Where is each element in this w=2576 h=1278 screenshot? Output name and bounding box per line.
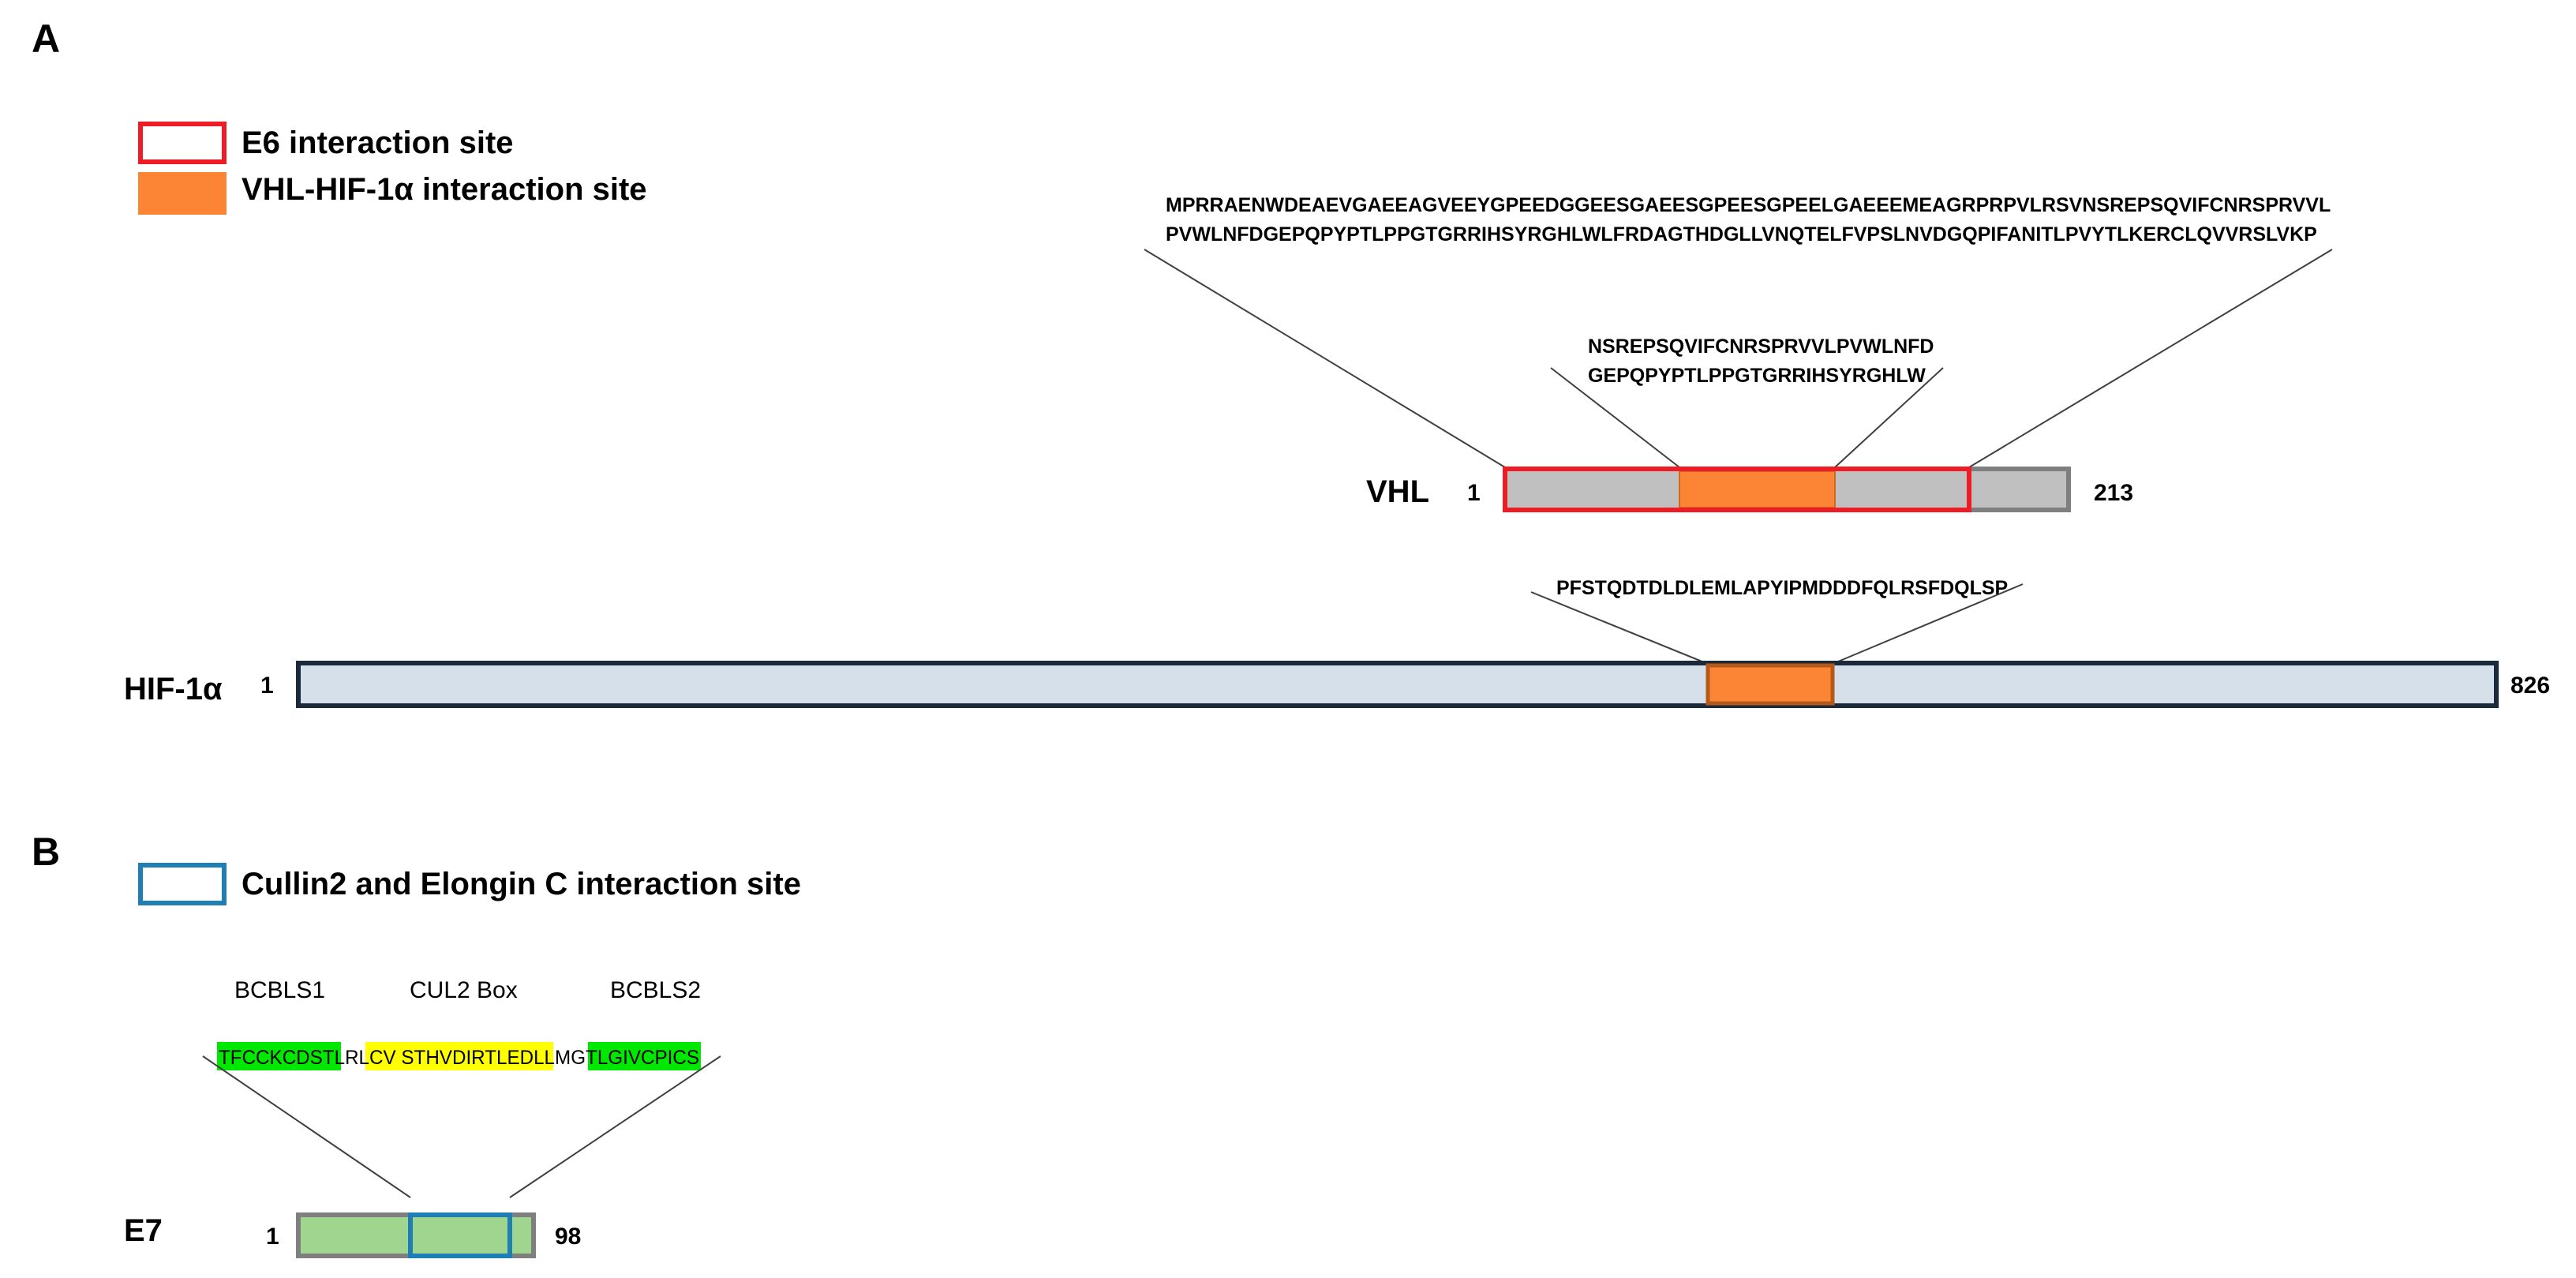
vhl-full-sequence: MPRRAENWDEAEVGAEEAGVEEYGPEEDGGEESGAEESGP… [1166,194,2331,245]
e7-end-number: 98 [555,1224,581,1250]
e7-seq-highlight-cul2-box [365,1042,553,1070]
vhl-e6-interaction-region [1503,467,1971,512]
legend-e6-swatch [138,122,227,164]
e7-motif-bcbls1-label: BCBLS1 [234,977,325,1003]
e7-seq-segment-bcbls2: TLGIVCPICS [586,1047,699,1069]
panel-b-label: B [32,830,60,874]
e7-bar [296,1212,536,1258]
vhl-full-callout-left [1144,249,1506,468]
legend-vhl-hif-label: VHL-HIF-1α interaction site [242,172,647,207]
vhl-full-callout-right [1968,249,2333,468]
hif-callout-right [1832,583,2024,665]
e7-seq-segment-linker-1: RL [345,1047,369,1069]
hif-binding-sequence: PFSTQDTDLDLEMLAPYIPMDDDFQLRSFDQLSP [1556,577,2008,599]
legend-vhl-hif-swatch [138,172,227,215]
vhl-hif-interaction-region [1679,470,1836,508]
vhl-start-number: 1 [1467,480,1481,506]
e7-motif-cul2-box-label: CUL2 Box [410,977,518,1003]
e7-seq-segment-bcbls1: TFCCKCDSTL [219,1047,345,1069]
e7-name: E7 [124,1213,163,1248]
e7-start-number: 1 [266,1224,279,1250]
vhl-binding-callout-right [1834,367,1944,468]
vhl-end-number: 213 [2094,480,2133,506]
hif-name: HIF-1α [124,672,223,706]
legend-cullin-label: Cullin2 and Elongin C interaction site [242,867,801,901]
hif-end-number: 826 [2510,673,2550,699]
panel-a-label: A [32,17,60,61]
hif-bar [296,661,2499,708]
vhl-name: VHL [1366,474,1429,509]
e7-seq-highlight-bcbls1 [217,1042,341,1070]
e7-seq-segment-cul2-box: CV STHVDIRTLEDLL [369,1047,555,1069]
e7-seq-highlight-bcbls2 [588,1042,701,1070]
e7-seq-segment-linker-2: MG [555,1047,586,1069]
e7-sequence: TFCCKCDSTLRLCV STHVDIRTLEDLLMGTLGIVCPICS [217,1042,701,1070]
e7-callout-right [509,1055,721,1198]
vhl-binding-callout-left [1550,367,1680,468]
vhl-sequence-line-1: MPRRAENWDEAEVGAEEAGVEEYGPEEDGGEESGAEESGP… [1166,194,2331,216]
legend-e6-label: E6 interaction site [242,126,514,160]
legend-cullin-swatch [138,863,227,905]
e7-motif-bcbls2-label: BCBLS2 [610,977,701,1003]
vhl-binding-sequence-line-1: NSREPSQVIFCNRSPRVVLPVWLNFD [1588,335,1934,358]
hif-vhl-interaction-region [1705,663,1835,706]
e7-cullin-elongin-region [408,1212,512,1258]
hif-protein: HIF-1α 1 826 [124,661,2550,708]
hif-start-number: 1 [260,673,274,699]
e7-protein: E7 1 98 [124,1212,581,1258]
vhl-sequence-line-2: PVWLNFDGEPQPYPTLPPGTGRRIHSYRGHLWLFRDAGTH… [1166,223,2317,245]
hif-callout-left [1530,591,1709,665]
legend-panel-a: E6 interaction site VHL-HIF-1α interacti… [138,122,647,215]
e7-callout-left [202,1055,411,1198]
legend-panel-b: Cullin2 and Elongin C interaction site [138,863,801,905]
vhl-protein: VHL 1 213 [1366,467,2133,512]
e7-sequence-text: TFCCKCDSTLRLCV STHVDIRTLEDLLMGTLGIVCPICS [219,1047,699,1069]
vhl-binding-sequence-line-2: GEPQPYPTLPPGTGRRIHSYRGHLW [1588,365,1926,387]
